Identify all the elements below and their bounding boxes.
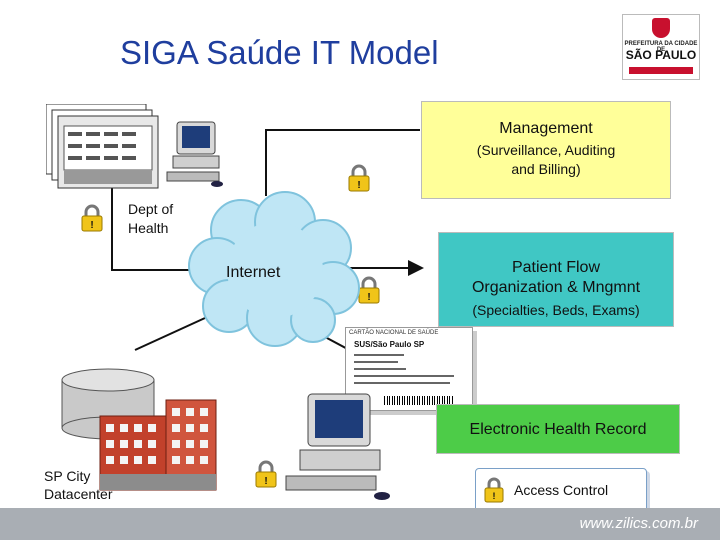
patient-flow-line2: Organization & Mngmnt [471, 279, 641, 296]
svg-text:!: ! [367, 292, 370, 303]
logo-bar [629, 67, 693, 74]
management-title: Management [499, 120, 593, 137]
footer-bar: www.zilics.com.br [0, 508, 720, 540]
patient-flow-line1: Patient Flow [511, 259, 601, 276]
dept-label-1: Dept of [128, 201, 174, 217]
management-box: Management (Surveillance, Auditing and B… [421, 101, 671, 199]
patient-flow-line3: (Specialties, Beds, Exams) [472, 302, 640, 318]
svg-text:!: ! [493, 491, 496, 501]
management-subtitle-2: and Billing) [511, 161, 581, 177]
footer-url: www.zilics.com.br [579, 515, 698, 532]
dept-label-2: Health [128, 220, 169, 236]
svg-text:!: ! [357, 180, 360, 191]
lock-icon: ! [358, 276, 380, 304]
access-control-box: ! Access Control [475, 468, 647, 512]
prefeitura-logo: PREFEITURA DA CIDADE DE SÃO PAULO [622, 14, 700, 80]
management-subtitle-1: (Surveillance, Auditing [476, 142, 616, 158]
hospital-icon [99, 399, 217, 491]
cloud-icon [188, 191, 360, 347]
card-line [354, 375, 454, 377]
card-line [354, 361, 398, 363]
svg-text:!: ! [264, 476, 267, 487]
card-header: CARTÃO NACIONAL DE SAÚDE [349, 330, 439, 336]
logo-line1: PREFEITURA DA CIDADE DE [624, 41, 698, 53]
line-cloud-datacenter [134, 317, 206, 351]
computer-icon [166, 121, 223, 187]
card-line [354, 368, 406, 370]
lock-icon: ! [348, 164, 370, 192]
barcode-icon [384, 396, 454, 405]
card-line [354, 382, 450, 384]
building-icon [46, 104, 159, 189]
internet-label: Internet [226, 264, 281, 281]
coat-of-arms-icon [652, 18, 670, 38]
lock-icon: ! [81, 204, 103, 232]
page-title: SIGA Saúde IT Model [120, 34, 439, 71]
line-mgmt-cloud [265, 129, 420, 196]
datacenter-label-2: Datacenter [44, 486, 113, 502]
patient-flow-box: Patient Flow Organization & Mngmnt (Spec… [438, 232, 674, 327]
line-dept-cloud [111, 158, 198, 271]
ehr-label: Electronic Health Record [469, 421, 647, 438]
computer-icon [285, 393, 390, 500]
datacenter-label-1: SP City [44, 468, 91, 484]
logo-line2: SÃO PAULO [625, 48, 697, 62]
lock-icon: ! [484, 477, 504, 503]
svg-text:!: ! [90, 220, 93, 231]
ehr-box: Electronic Health Record [436, 404, 680, 454]
lock-icon: ! [255, 460, 277, 488]
card-name: SUS/São Paulo SP [354, 340, 425, 349]
access-control-label: Access Control [514, 482, 609, 498]
card-line [354, 354, 404, 356]
